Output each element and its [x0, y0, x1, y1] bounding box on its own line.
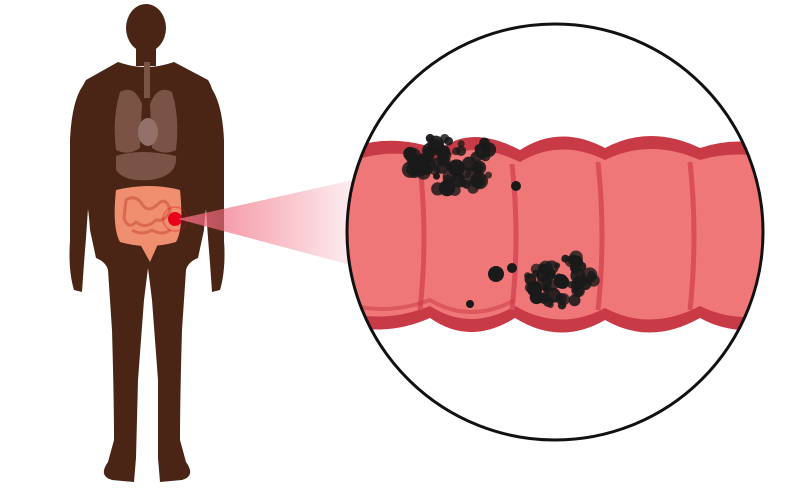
tumor-satellite [488, 266, 504, 282]
tumor-nodule [556, 294, 563, 302]
tumor-nodule [471, 162, 484, 174]
tumor-satellite [507, 263, 517, 273]
tumor-upper [401, 133, 497, 197]
tumor-nodule [542, 283, 552, 293]
tumor-nodule [547, 301, 554, 309]
tumor-nodule [429, 164, 441, 176]
tumor-satellite [511, 181, 521, 191]
tumor-nodule [403, 146, 417, 161]
tumor-nodule [527, 282, 542, 297]
tumor-nodule [462, 179, 471, 189]
organs-ghost [114, 62, 178, 181]
tumor-nodule [480, 151, 491, 162]
figure-left-arm [69, 82, 92, 292]
tumor-nodule [570, 268, 586, 283]
tumor-nodule [535, 267, 550, 282]
tumor-satellite [466, 300, 474, 308]
tumor-nodule [587, 271, 596, 280]
tumor-nodule [457, 140, 465, 148]
tumor-cluster-icon [401, 133, 600, 310]
tumor-nodule [444, 188, 451, 195]
tumor-nodule [431, 182, 445, 196]
tumor-nodule [524, 273, 537, 286]
tumor-nodule [435, 145, 450, 160]
figure-head [126, 4, 166, 52]
tumor-nodule [455, 145, 467, 156]
tumor-nodule [424, 153, 435, 164]
human-silhouette-icon [69, 4, 225, 482]
tumor-nodule [556, 275, 567, 285]
tumor-nodule [445, 163, 452, 170]
tumor-lower [524, 250, 600, 310]
target-dot-icon [168, 212, 182, 226]
tumor-nodule [538, 292, 550, 304]
tumor-nodule [442, 180, 451, 189]
colon-folds [417, 161, 697, 311]
figure-torso [79, 62, 215, 482]
tumor-nodule [452, 163, 460, 171]
intestines [114, 186, 188, 262]
magnifier-lens [345, 22, 765, 442]
tumor-nodule [569, 250, 583, 265]
magnify-beam [178, 178, 362, 268]
tumor-nodule [561, 254, 570, 263]
tumor-nodule [485, 171, 492, 179]
tumor-nodule [568, 294, 581, 307]
tumor-nodule [470, 174, 484, 188]
magnifier-border [345, 22, 765, 442]
tumor-nodule [412, 159, 429, 177]
figure-neck [136, 46, 156, 66]
tumor-nodule [444, 136, 453, 146]
figure-right-arm [202, 82, 225, 292]
